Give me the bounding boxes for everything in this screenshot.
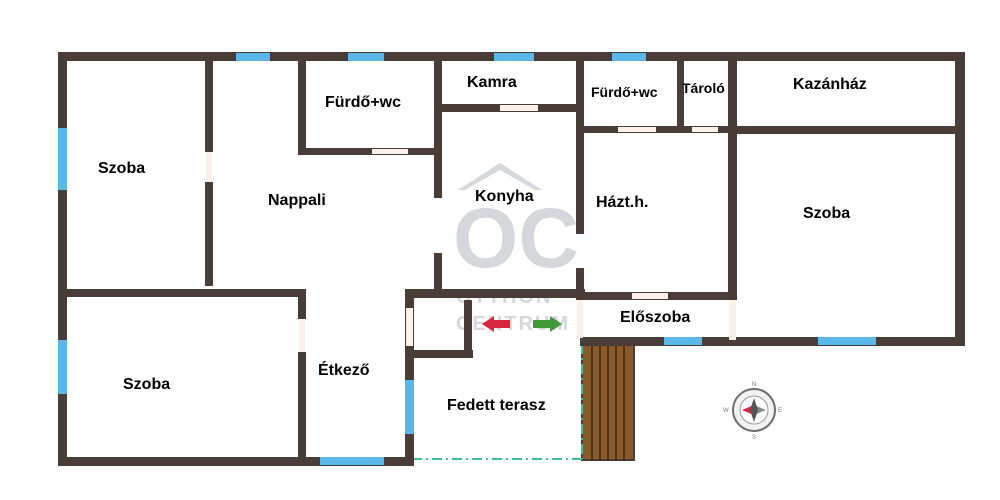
entrance-arrows bbox=[482, 316, 562, 332]
room-label-szoba-1: Szoba bbox=[98, 160, 145, 177]
door-openings bbox=[206, 105, 736, 352]
room-label-eloszoba: Előszoba bbox=[620, 309, 690, 326]
room-label-tarolo: Tároló bbox=[682, 80, 725, 96]
red-arrow-icon bbox=[482, 316, 510, 332]
windows bbox=[58, 53, 876, 465]
room-label-nappali: Nappali bbox=[268, 192, 326, 209]
room-label-kamra: Kamra bbox=[467, 74, 517, 91]
room-labels: Szoba Nappali Fürdő+wc Kamra Konyha Fürd… bbox=[98, 74, 867, 414]
green-arrow-icon bbox=[533, 316, 562, 332]
compass-west: W bbox=[723, 408, 729, 414]
room-label-konyha: Konyha bbox=[475, 188, 534, 205]
compass-icon: N E S W bbox=[723, 382, 782, 441]
terrace-open-edge bbox=[412, 344, 583, 460]
room-label-furdo-2: Fürdő+wc bbox=[591, 84, 658, 100]
room-label-fedett-terasz: Fedett terasz bbox=[447, 397, 546, 414]
compass-east: E bbox=[778, 408, 782, 414]
compass-north: N bbox=[752, 382, 756, 388]
watermark-letters: OC bbox=[453, 191, 579, 285]
room-label-szoba-2: Szoba bbox=[803, 205, 850, 222]
room-label-furdo-1: Fürdő+wc bbox=[325, 94, 401, 111]
watermark-line-2: CENTRUM bbox=[456, 313, 570, 335]
wooden-deck bbox=[581, 343, 635, 461]
room-label-szoba-3: Szoba bbox=[123, 376, 170, 393]
room-label-haztartasi: Házt.h. bbox=[596, 194, 648, 211]
compass-south: S bbox=[752, 435, 756, 441]
watermark-roof-icon bbox=[458, 163, 542, 190]
room-label-etkezo: Étkező bbox=[318, 360, 370, 379]
room-label-kazanhaz: Kazánház bbox=[793, 76, 867, 93]
